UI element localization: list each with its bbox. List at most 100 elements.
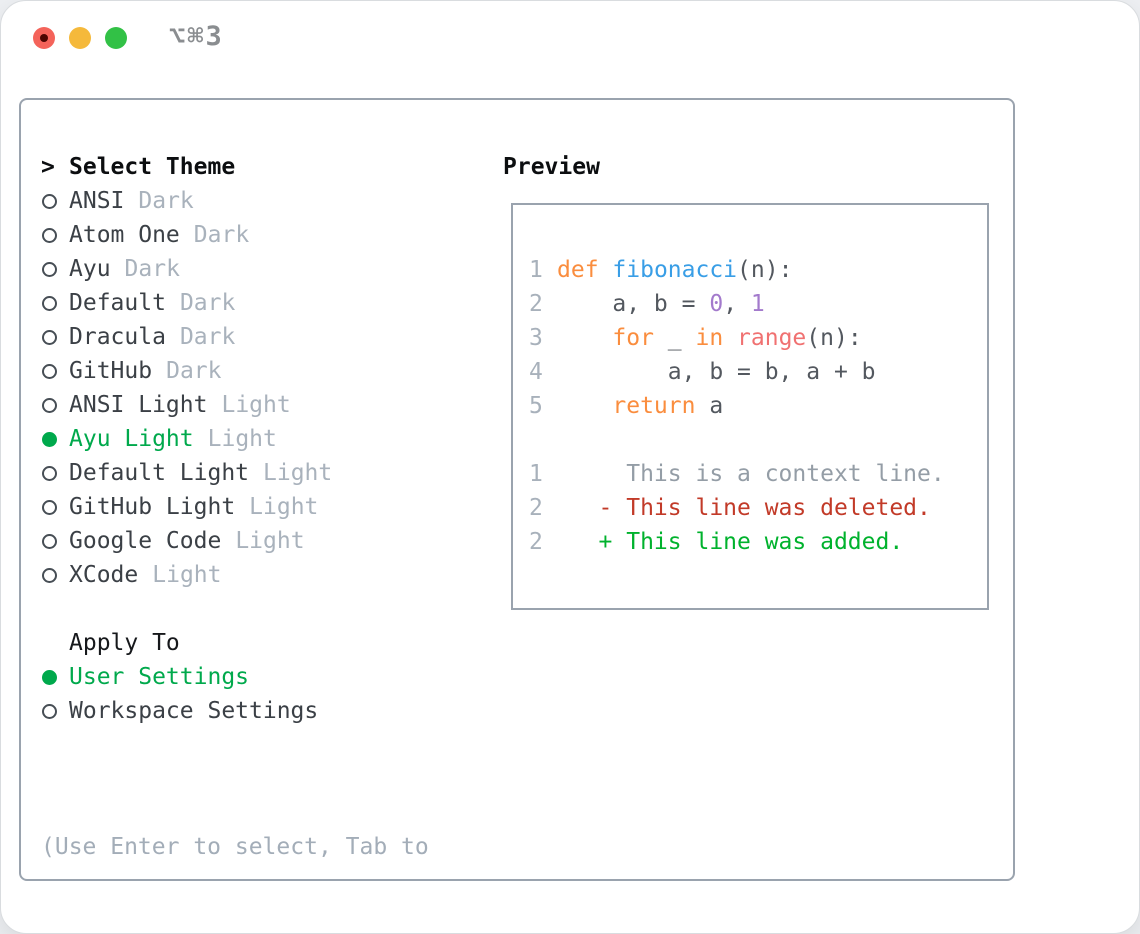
- theme-variant: Light: [235, 528, 305, 554]
- theme-variant: Light: [263, 460, 333, 486]
- code-segment-function: fibonacci: [612, 257, 738, 283]
- radio-icon: [42, 193, 57, 209]
- code-segment-plain: a, b =: [557, 291, 710, 317]
- theme-name: GitHub: [69, 358, 153, 384]
- theme-variant: Light: [207, 426, 277, 452]
- radio-selected-icon: [42, 431, 57, 447]
- code-segment-builtin: range: [737, 325, 807, 351]
- code-segment-plain: _: [653, 325, 696, 351]
- code-segment-keyword: for: [612, 325, 654, 351]
- prompt-caret-icon: >: [41, 154, 55, 180]
- diff-line: 2 + This line was added.: [529, 525, 987, 559]
- apply-to-option[interactable]: Workspace Settings: [41, 694, 491, 728]
- blank-line: [529, 423, 987, 457]
- line-number: 5: [529, 393, 543, 419]
- radio-icon: [42, 329, 57, 345]
- maximize-button[interactable]: [105, 27, 127, 49]
- theme-item[interactable]: GitHub Light Light: [41, 490, 491, 524]
- theme-variant: Dark: [193, 222, 250, 248]
- apply-to-option-label: Workspace Settings: [69, 698, 319, 724]
- apply-to-title: Apply To: [69, 630, 180, 656]
- code-segment-plain: [723, 325, 737, 351]
- code-segment-plain: (n):: [806, 325, 862, 351]
- line-number: 2: [529, 495, 543, 521]
- theme-item[interactable]: Dracula Dark: [41, 320, 491, 354]
- theme-variant: Light: [221, 392, 291, 418]
- unsaved-dot-icon: [40, 34, 48, 42]
- line-number: 1: [529, 461, 543, 487]
- apply-to-header: Apply To: [41, 626, 491, 660]
- radio-icon: [42, 533, 57, 549]
- apply-to-option-label: User Settings: [69, 664, 250, 690]
- code-line: 4 a, b = b, a + b: [529, 355, 987, 389]
- theme-variant: Dark: [179, 290, 236, 316]
- theme-variant: Light: [152, 562, 222, 588]
- code-line: 3 for _ in range(n):: [529, 321, 987, 355]
- hint-text: (Use Enter to select, Tab to change focu…: [41, 762, 491, 933]
- code-segment-context: This is a context line.: [557, 461, 945, 487]
- radio-icon: [42, 363, 57, 379]
- theme-item[interactable]: Google Code Light: [41, 524, 491, 558]
- theme-name: Google Code: [69, 528, 222, 554]
- code-segment-plain: ,: [723, 291, 751, 317]
- code-segment-number: 0: [709, 291, 724, 317]
- theme-name: Default: [69, 290, 166, 316]
- diff-line: 1 This is a context line.: [529, 457, 987, 491]
- line-number: 3: [529, 325, 543, 351]
- theme-variant: Dark: [138, 188, 194, 214]
- theme-item[interactable]: Default Dark: [41, 286, 491, 320]
- radio-icon: [42, 499, 57, 515]
- theme-name: Ayu: [69, 256, 111, 282]
- spacer: [41, 592, 491, 626]
- code-line: 2 a, b = 0, 1: [529, 287, 987, 321]
- code-segment-plain: [557, 325, 612, 351]
- preview-title: Preview: [503, 154, 600, 180]
- theme-item[interactable]: Atom One Dark: [41, 218, 491, 252]
- code-segment-added: + This line was added.: [557, 529, 904, 555]
- code-segment-deleted: - This line was deleted.: [557, 495, 931, 521]
- code-segment-keyword: def: [557, 257, 599, 283]
- radio-icon: [42, 567, 57, 583]
- radio-icon: [42, 227, 57, 243]
- theme-item[interactable]: Default Light Light: [41, 456, 491, 490]
- theme-name: Dracula: [69, 324, 166, 350]
- radio-icon: [42, 397, 57, 413]
- theme-variant: Dark: [179, 324, 236, 350]
- line-number: 2: [529, 291, 543, 317]
- theme-name: GitHub Light: [69, 494, 236, 520]
- close-button[interactable]: [33, 27, 55, 49]
- code-line: 5 return a: [529, 389, 987, 423]
- theme-variant: Light: [249, 494, 319, 520]
- theme-name: Default Light: [69, 460, 250, 486]
- minimize-button[interactable]: [69, 27, 91, 49]
- select-theme-title: Select Theme: [69, 154, 236, 180]
- radio-icon: [42, 465, 57, 481]
- line-number: 1: [529, 257, 543, 283]
- theme-name: ANSI: [69, 188, 125, 214]
- code-segment-plain: [599, 257, 613, 283]
- theme-name: Atom One: [69, 222, 180, 248]
- titlebar: ⌥⌘3: [1, 1, 1139, 73]
- apply-to-option[interactable]: User Settings: [41, 660, 491, 694]
- select-theme-header: > Select Theme: [41, 150, 491, 184]
- radio-selected-icon: [42, 669, 57, 685]
- code-segment-plain: a: [695, 393, 724, 419]
- code-segment-number: 1: [750, 291, 765, 317]
- window-title: ⌥⌘3: [169, 21, 224, 52]
- code-segment-plain: a, b = b, a + b: [557, 359, 876, 385]
- radio-icon: [42, 703, 57, 719]
- theme-variant: Dark: [124, 256, 180, 282]
- theme-item[interactable]: Ayu Dark: [41, 252, 491, 286]
- theme-item[interactable]: ANSI Dark: [41, 184, 491, 218]
